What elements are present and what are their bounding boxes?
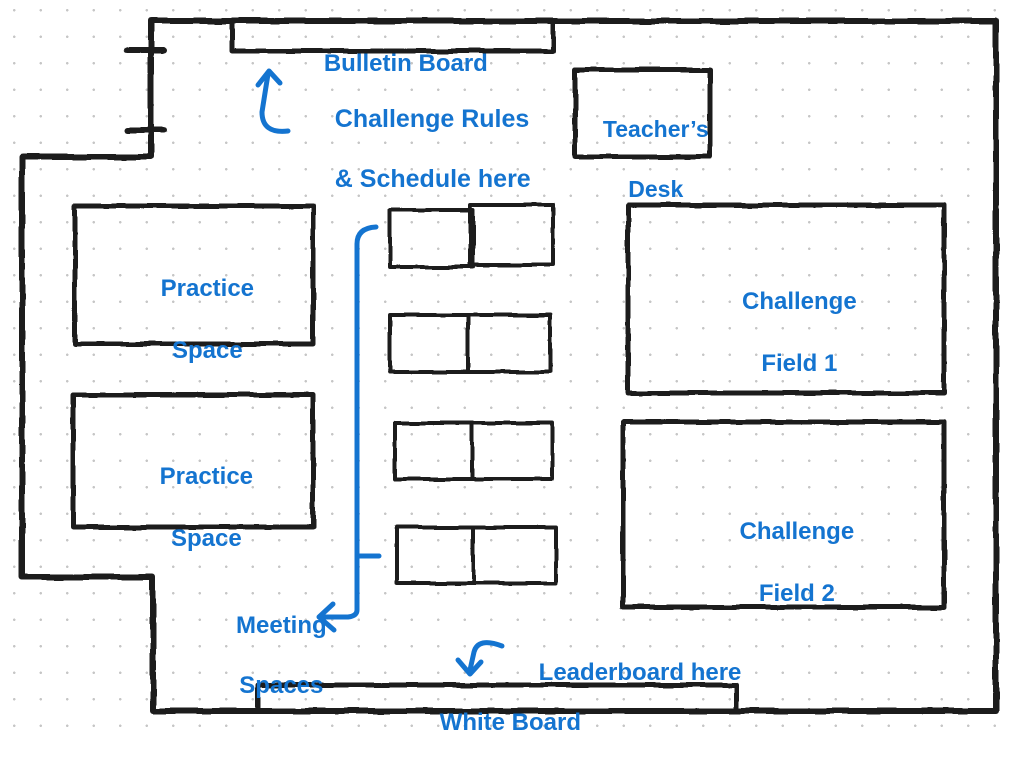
challenge-field-1-line2: Field 1 — [761, 350, 838, 377]
practice-space-2-line2: Space — [170, 525, 242, 552]
challenge-field-2-line2: Field 2 — [758, 580, 835, 607]
challenge-field-1-line1: Challenge — [741, 288, 857, 315]
practice-space-2-shape — [70, 392, 316, 530]
meeting-table-1-right-shape — [468, 203, 555, 267]
challenge-field-1-label: Challenge Field 1 — [628, 255, 944, 410]
meeting-note-line1: Meeting — [236, 612, 327, 639]
practice-space-2-label: Practice Space — [73, 430, 313, 585]
practice-space-1-shape — [72, 203, 316, 347]
teachers-desk-shape — [572, 67, 713, 160]
challenge-field-2-line1: Challenge — [739, 518, 855, 545]
floor-plan-drawing — [19, 18, 999, 714]
white-board-label: White Board — [258, 687, 736, 759]
classroom-floor-plan: Bulletin Board Teacher’s Desk Practice S… — [0, 0, 1018, 736]
teachers-desk-label: Teacher’s Desk — [563, 84, 723, 234]
meeting-table-4-shape — [395, 525, 558, 585]
challenge-field-1-shape — [625, 202, 947, 396]
white-board-shape — [255, 682, 739, 714]
rules-arrow — [259, 71, 291, 134]
leaderboard-arrowhead-icon — [455, 657, 484, 677]
meeting-table-1-left-shape — [388, 208, 475, 269]
practice-space-1-label: Practice Space — [75, 242, 313, 397]
annotation-arrows — [255, 68, 505, 677]
meeting-table-2 — [388, 313, 552, 374]
white-board-text: White Board — [439, 709, 581, 736]
bulletin-board-text: Bulletin Board — [323, 50, 488, 77]
practice-space-2-line1: Practice — [159, 463, 254, 490]
teachers-desk-line2: Desk — [628, 176, 684, 202]
meeting-table-1 — [388, 203, 555, 269]
rules-note-line2: & Schedule here — [334, 165, 531, 193]
meeting-table-3 — [393, 421, 555, 481]
practice-space-1-line2: Space — [171, 337, 243, 364]
practice-space-1-line1: Practice — [160, 275, 255, 302]
leaderboard-note-label: Leaderboard here — [512, 635, 742, 710]
rules-note-label: Challenge Rules & Schedule here — [307, 74, 531, 224]
meeting-note-line2: Spaces — [239, 672, 324, 699]
room-outline-wall — [19, 18, 999, 714]
rules-note-line1: Challenge Rules — [334, 105, 530, 133]
challenge-field-2-label: Challenge Field 2 — [623, 485, 944, 640]
meeting-note-label: Meeting Spaces — [205, 581, 331, 731]
meeting-bracket-arrow — [319, 224, 379, 620]
meeting-table-4 — [395, 525, 558, 585]
leaderboard-note-text: Leaderboard here — [538, 659, 742, 686]
challenge-field-2-shape — [620, 419, 947, 610]
bulletin-board-label: Bulletin Board — [232, 23, 553, 104]
leaderboard-arrow — [467, 640, 505, 673]
rules-arrowhead-icon — [255, 68, 283, 88]
teachers-desk-line1: Teacher’s — [602, 116, 709, 142]
meeting-arrowhead-icon — [316, 601, 337, 633]
bulletin-board-shape — [229, 18, 556, 54]
